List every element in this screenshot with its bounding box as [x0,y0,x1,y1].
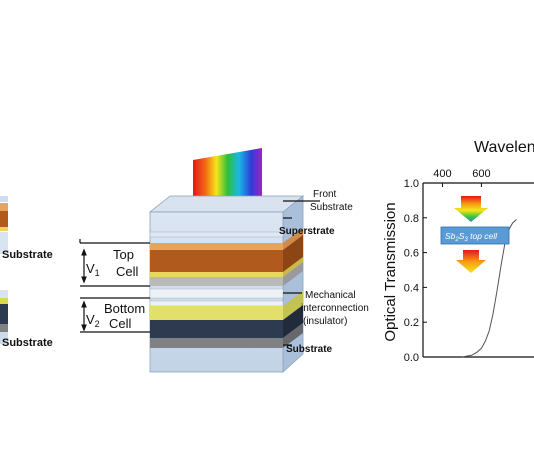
x-tick-label: 400 [433,168,451,180]
tandem-stack [148,195,305,373]
top-cell-box [440,226,510,245]
y-tick-label: 0.2 [404,317,419,329]
superstrate-label: Superstrate [279,226,335,237]
left-substrate-top-label: Substrate [2,249,53,261]
x-tick-label: 600 [472,168,490,180]
left-stack [0,196,8,344]
y-tick-label: 0.4 [404,282,419,294]
transmission-chart: Wavelen Optical Transmission 0.00.20.40.… [382,139,534,364]
left-substrate-bottom-label: Substrate [2,337,53,349]
axes [422,182,534,358]
ticks: 0.0 0.2 0.4 0.6 0.8 1.0 400 600 [404,168,491,364]
light-arrow-in [454,196,488,222]
chart-title: Wavelen [474,139,534,156]
substrate-label: Substrate [286,344,333,355]
front-substrate-label: Front Substrate [310,189,353,213]
y-tick-label: 0.6 [404,248,419,260]
y-tick-label: 0.8 [404,213,419,225]
y-tick-label: 1.0 [404,178,419,190]
y-axis-label: Optical Transmission [382,202,399,341]
y-tick-label: 0.0 [404,352,419,364]
top-cell-label: Top Cell [113,247,139,279]
top-cell-box-label: Sb2S3 top cell [445,231,498,243]
v2-label: V2 [86,312,100,329]
wiring [79,200,320,346]
bottom-cell-label: Bottom Cell [104,301,149,331]
light-arrow-out [456,250,486,273]
v1-label: V1 [86,261,100,278]
inset-diagram: Sb2S3 top cell [440,196,510,273]
mechanical-interconnection-label: Mechanical interconnection (insulator) [301,290,372,327]
